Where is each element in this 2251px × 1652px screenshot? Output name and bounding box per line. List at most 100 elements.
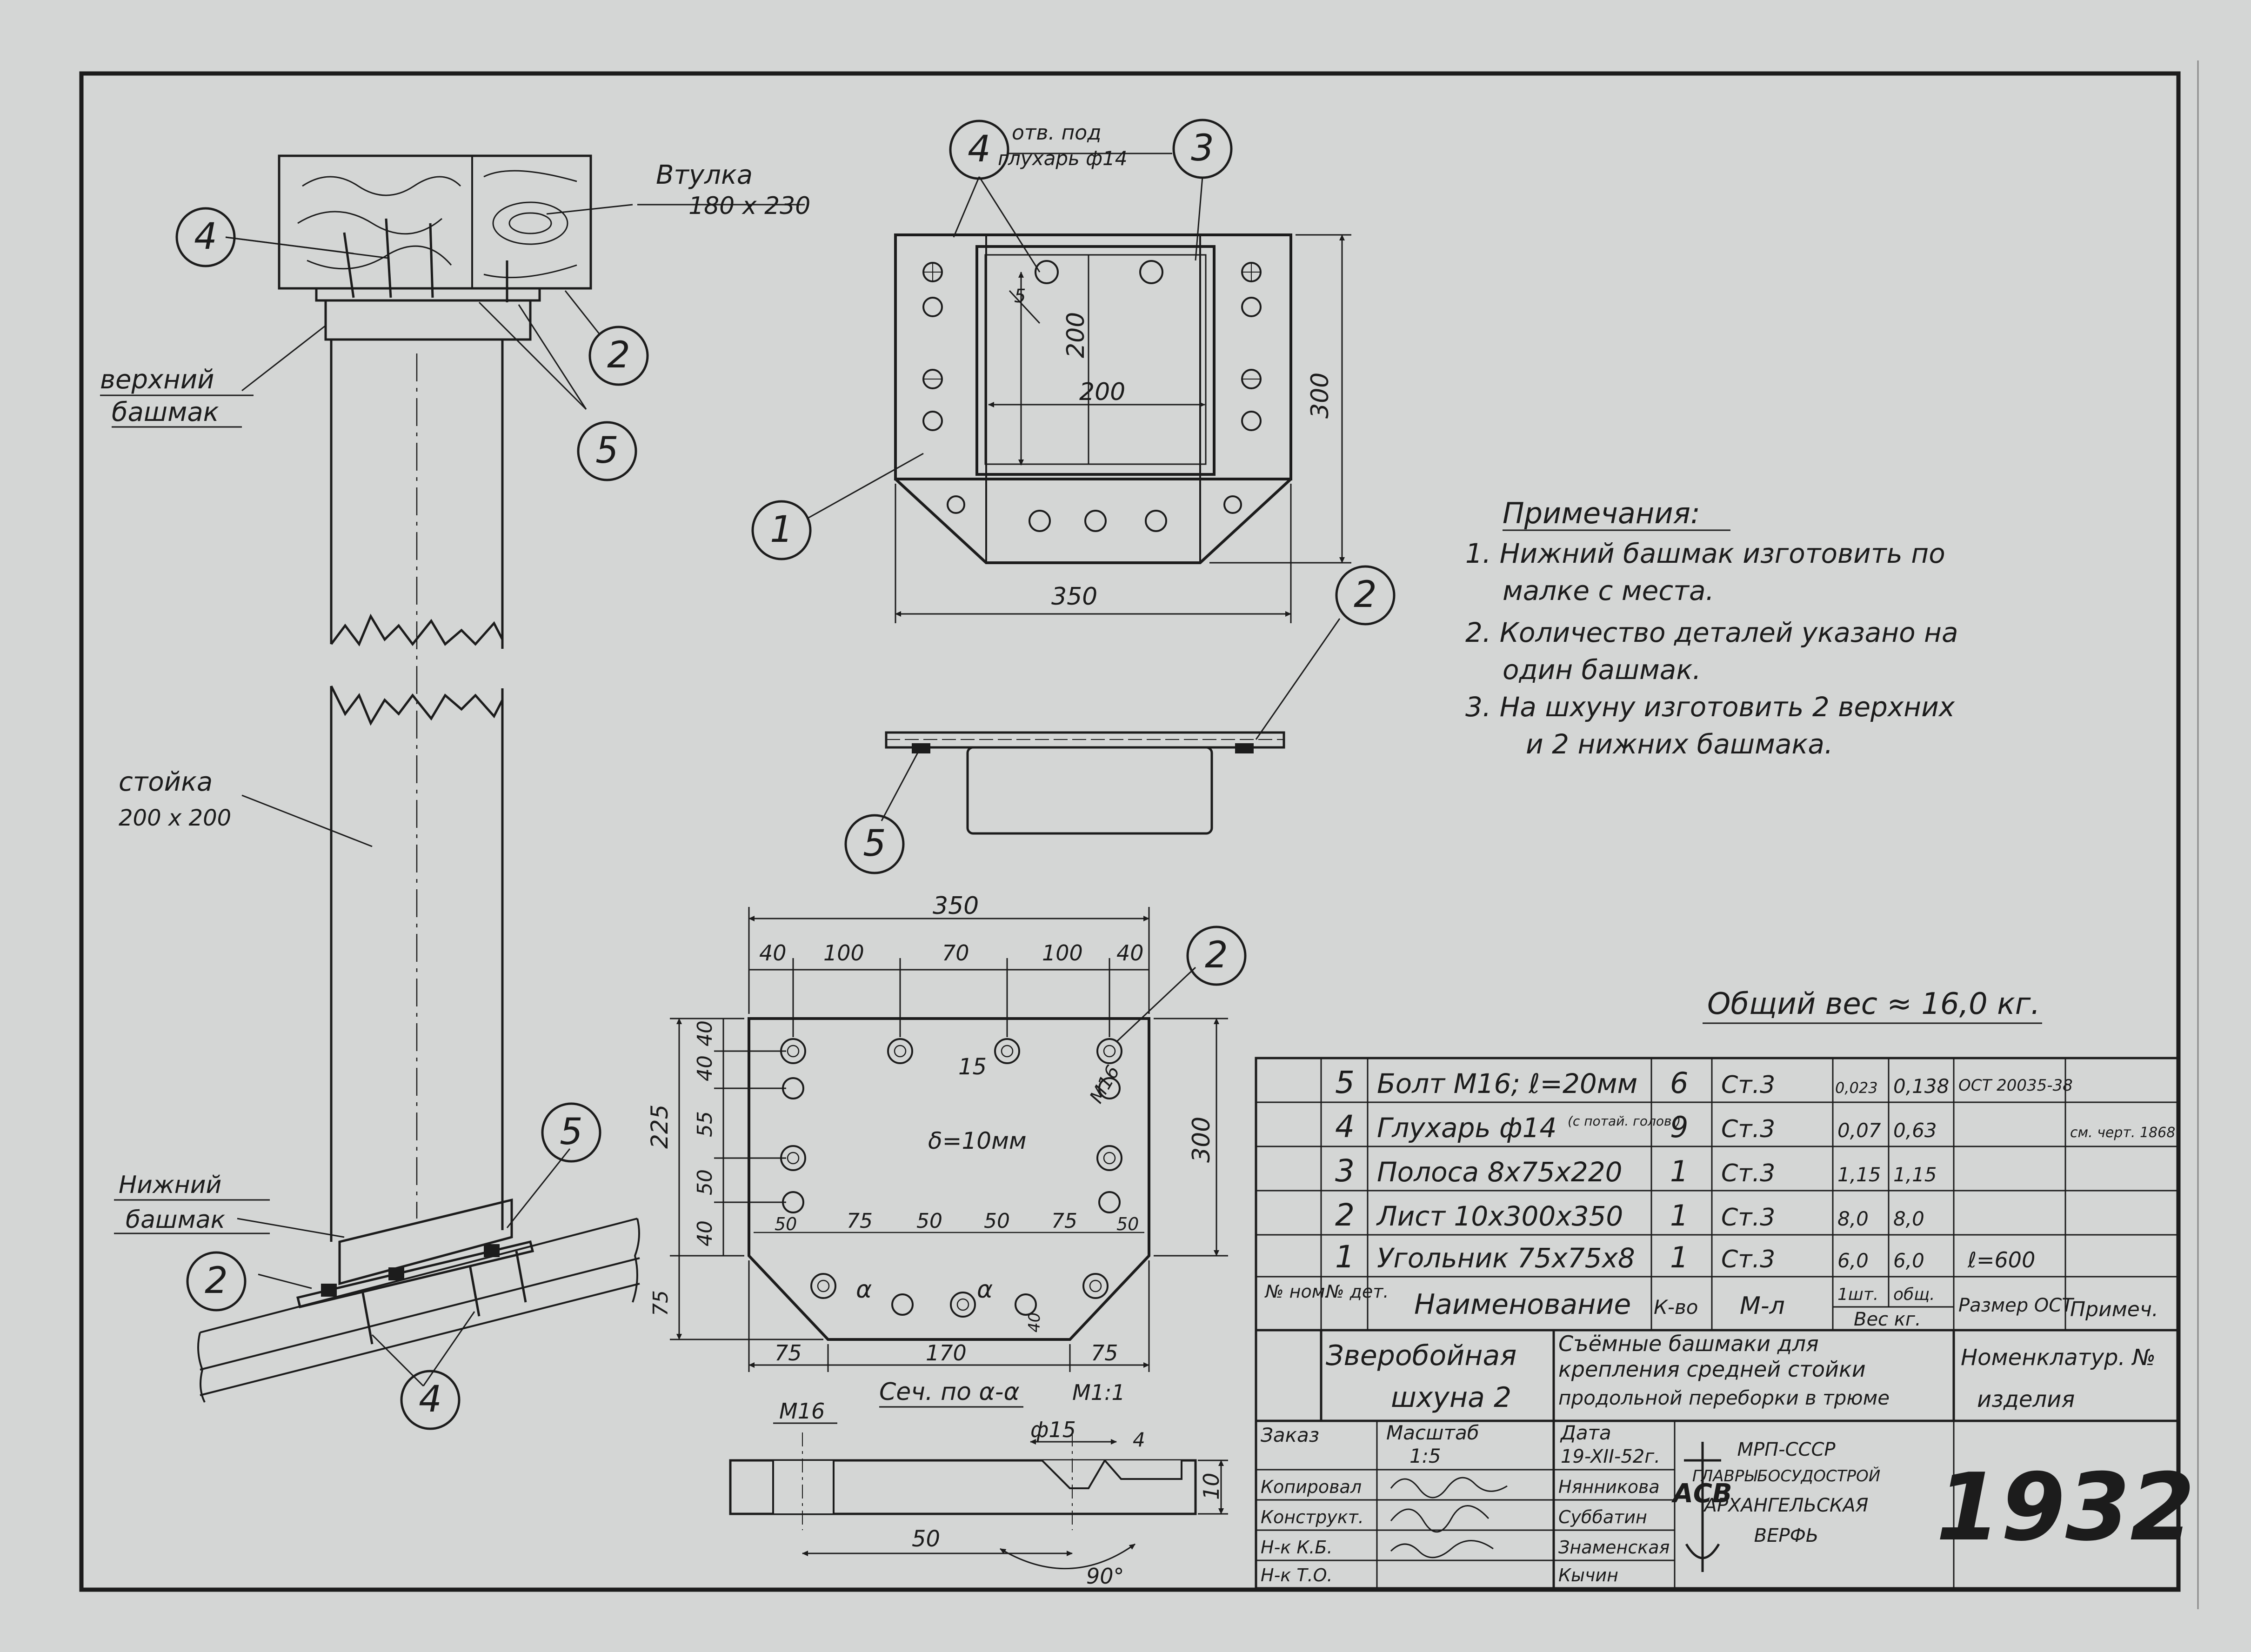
callout-4-lower: 4: [400, 1370, 461, 1430]
bom-row-5-mat: Ст.3: [1721, 1071, 1775, 1099]
bom-row-4-note: см. черт. 1868: [2070, 1125, 2175, 1141]
tb-name-4: Кычин: [1558, 1565, 1618, 1585]
left-elevation: [197, 154, 805, 1403]
tb-name-2: Суббатин: [1558, 1507, 1647, 1527]
note-line-4: один башмак.: [1503, 654, 1701, 686]
callout-2-lower: 2: [186, 1251, 247, 1312]
bom-row-1-name: Угольник 75х75х8: [1377, 1242, 1635, 1274]
bom-row-5-name: Болт М16; ℓ=20мм: [1377, 1068, 1637, 1099]
upper-shoe-label-2: башмак: [112, 397, 219, 427]
plate-dim-total: 350: [933, 892, 979, 920]
plate-row-dim-6: 50: [1116, 1214, 1139, 1234]
tb-role-3: Н-к К.Б.: [1261, 1537, 1333, 1558]
callout-2-plate: 2: [1186, 926, 1247, 986]
tb-date-label: Дата: [1560, 1421, 1611, 1444]
callout-3-plan: 3: [1172, 119, 1233, 179]
sec-width-label: 50: [912, 1526, 940, 1552]
svg-text:2: 2: [607, 334, 630, 376]
plate-dim-bottom-2: 170: [926, 1340, 967, 1366]
bom-row-4-n: 4: [1335, 1109, 1355, 1145]
note-line-2: малке с места.: [1503, 575, 1714, 606]
plate-dim-left-total: 225: [646, 1105, 673, 1149]
plate-side-view: [881, 618, 1341, 835]
bom-row-5-qty: 6: [1670, 1066, 1688, 1100]
plate-dim-left-4: 50: [693, 1169, 717, 1195]
lower-shoe: [338, 1198, 513, 1286]
plate-dim-bottom-3: 75: [1091, 1340, 1118, 1366]
note-line-6: и 2 нижних башмака.: [1526, 728, 1833, 760]
bom-row-3-qty: 1: [1670, 1154, 1688, 1188]
note-line-1: 1. Нижний башмак изготовить по: [1465, 538, 1945, 569]
bom-row-5-size: ОСТ 20035-38: [1958, 1076, 2073, 1095]
post-label: стойка: [119, 767, 213, 797]
callout-2-upper: 2: [588, 326, 649, 386]
bom-row-4-name: Глухарь ф14: [1377, 1112, 1556, 1144]
bom-row-1-w2: 6,0: [1893, 1249, 1924, 1272]
plan-dim-inner-h: 200: [1062, 312, 1090, 358]
sec-bolt-label: M16: [779, 1399, 825, 1424]
tb-title-1: Съёмные башмаки для: [1558, 1331, 1819, 1356]
tb-title-2: крепления средней стойки: [1558, 1357, 1866, 1382]
total-weight: Общий вес ≈ 16,0 кг.: [1707, 987, 2040, 1021]
bom-row-2-w1: 8,0: [1837, 1207, 1869, 1230]
plan-weld: 5: [1014, 286, 1026, 307]
plate-dim-bottom-1: 75: [775, 1340, 802, 1366]
notes-title: Примечания:: [1503, 496, 1700, 530]
svg-text:2: 2: [1205, 934, 1228, 976]
plate-dim-top-2: 100: [823, 940, 864, 966]
callout-5-side: 5: [844, 814, 905, 874]
drawing-number: 1932: [1936, 1453, 2195, 1562]
svg-text:1: 1: [770, 509, 793, 551]
plate-dim-top-4: 100: [1042, 940, 1083, 966]
section-scale: М1:1: [1072, 1380, 1125, 1405]
bom-row-2-qty: 1: [1670, 1199, 1688, 1232]
sec-depth-label: 4: [1133, 1428, 1145, 1451]
sec-angle-label: 90°: [1086, 1564, 1124, 1589]
bom-row-5-n: 5: [1335, 1065, 1355, 1100]
svg-text:5: 5: [560, 1111, 583, 1153]
note-line-5: 3. На шхуну изготовить 2 верхних: [1465, 691, 1955, 723]
bom-row-1-n: 1: [1335, 1239, 1355, 1275]
tb-nomen-2: изделия: [1977, 1386, 2075, 1412]
bom-row-4-qty: 9: [1670, 1110, 1688, 1144]
callout-2-side: 2: [1335, 565, 1396, 626]
bom-row-1-w1: 6,0: [1837, 1249, 1869, 1272]
bom-row-2-mat: Ст.3: [1721, 1204, 1775, 1232]
upper-shoe-label-1: верхний: [100, 365, 214, 395]
lower-shoe-label-2: башмак: [126, 1206, 226, 1234]
bom-head-weight: Вес кг.: [1854, 1309, 1921, 1330]
bom-head-nom: № ном.: [1264, 1281, 1330, 1302]
lower-shoe-label-1: Нижний: [119, 1171, 221, 1199]
bom-row-2-n: 2: [1335, 1197, 1355, 1233]
bom-head-note: Примеч.: [2070, 1298, 2158, 1321]
sec-dia-label: ф15: [1030, 1417, 1076, 1442]
tb-org-1: МРП-СССР: [1737, 1439, 1836, 1460]
bom-row-3-n: 3: [1335, 1153, 1355, 1189]
svg-text:4: 4: [419, 1379, 442, 1420]
svg-text:4: 4: [968, 128, 991, 170]
tb-scale: 1:5: [1409, 1445, 1441, 1467]
plate-dim-top-5: 40: [1116, 940, 1144, 966]
bom-head-size: Размер ОСТ: [1958, 1295, 2075, 1316]
bom-row-2-w2: 8,0: [1893, 1207, 1924, 1230]
strip-frame: [975, 245, 1216, 476]
bom-row-1-size: ℓ=600: [1967, 1247, 2035, 1272]
notes-block: Примечания: 1. Нижний башмак изготовить …: [1465, 496, 1958, 760]
bom-row-4-w2: 0,63: [1893, 1119, 1937, 1142]
bom-row-1-qty: 1: [1670, 1240, 1688, 1274]
bushing-block: [278, 154, 592, 290]
svg-text:5: 5: [863, 823, 886, 865]
bom-head-name: Наименование: [1414, 1288, 1631, 1321]
plate-row-dim-5: 75: [1051, 1209, 1077, 1233]
tb-vessel-2: шхуна 2: [1391, 1381, 1511, 1414]
bushing-size: 180 x 230: [688, 192, 810, 220]
tb-org-4: ВЕРФЬ: [1754, 1525, 1819, 1546]
svg-text:5: 5: [595, 430, 619, 472]
svg-text:АСВ: АСВ: [1671, 1479, 1732, 1509]
tb-title-3: продольной переборки в трюме: [1558, 1386, 1890, 1409]
signatures: [1390, 1477, 1508, 1559]
plate-dim-top-1: 40: [759, 940, 787, 966]
tb-role-2: Конструкт.: [1261, 1507, 1364, 1527]
callout-5-upper: 5: [577, 421, 637, 481]
